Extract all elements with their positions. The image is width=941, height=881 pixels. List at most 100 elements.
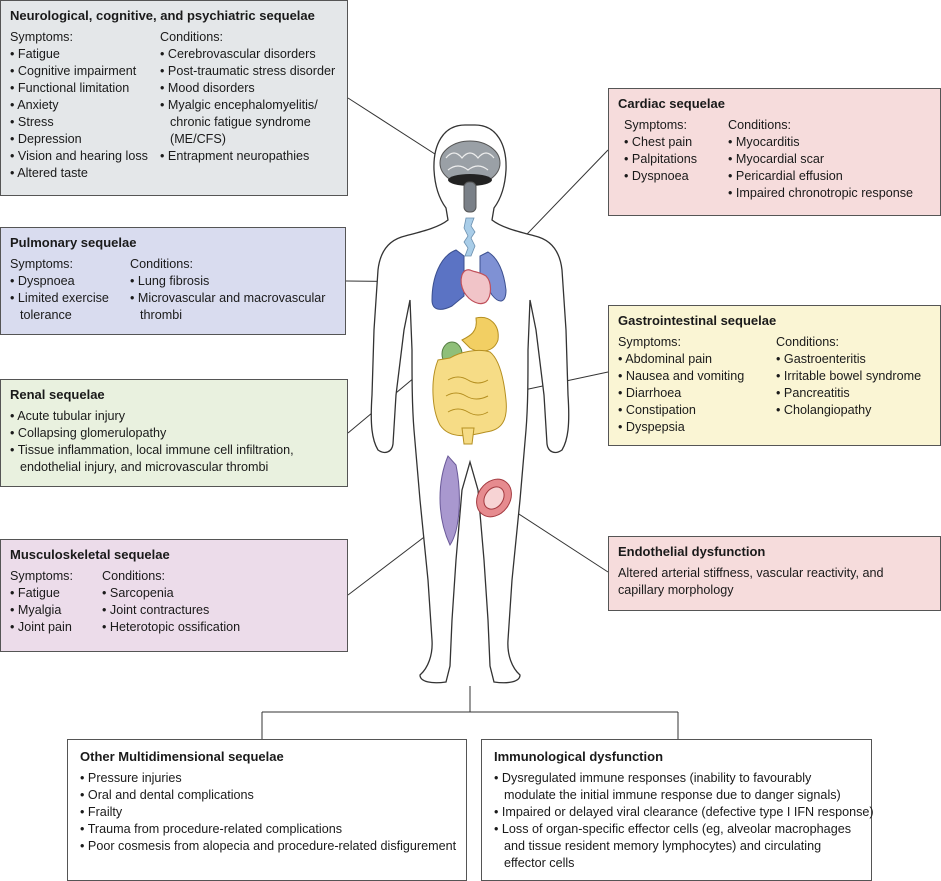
immunological-dysfunction-box: Immunological dysfunction Dysregulated i… [481,739,874,881]
cardiac-title: Cardiac sequelae [618,96,725,111]
neuro-title: Neurological, cognitive, and psychiatric… [10,8,315,23]
list-item: Cholangiopathy [776,402,921,419]
list-item: Dyspnoea [624,168,728,185]
renal-sequelae-box: Renal sequelae Acute tubular injury Coll… [0,379,348,487]
list-item-continued: endothelial injury, and microvascular th… [20,460,269,474]
intestines-icon [432,349,507,437]
list-item: Frailty [80,804,454,821]
pulmonary-conditions-label: Conditions: [130,257,194,271]
list-item: Pressure injuries [80,770,454,787]
list-item: Stress [10,114,160,131]
endothelial-dysfunction-box: Endothelial dysfunction Altered arterial… [608,536,941,611]
list-item: Altered taste [10,165,160,182]
gastro-conditions-label: Conditions: [776,335,840,349]
list-item-continued: modulate the initial immune response due… [504,788,841,802]
list-item-continued: and tissue resident memory lymphocytes) … [504,839,822,853]
other-sequelae-box: Other Multidimensional sequelae Pressure… [67,739,467,881]
list-item: Myalgic encephalomyelitis/ [160,97,335,114]
list-item: Trauma from procedure-related complicati… [80,821,454,838]
intestine-coils [445,376,489,416]
gastro-sequelae-box: Gastrointestinal sequelae Symptoms: Abdo… [608,305,941,446]
list-item: Functional limitation [10,80,160,97]
list-item: Sarcopenia [102,585,240,602]
brain-folds-2 [447,165,489,171]
list-item: Dyspnoea [10,273,130,290]
gastro-title: Gastrointestinal sequelae [618,313,777,328]
list-item: Dyspepsia [618,419,776,436]
list-item-continued: tolerance [20,308,72,322]
list-item: Lung fibrosis [130,273,326,290]
list-item: Heterotopic ossification [102,619,240,636]
endothelial-text-line: Altered arterial stiffness, vascular rea… [618,566,884,580]
musculoskeletal-title: Musculoskeletal sequelae [10,547,170,562]
musculoskeletal-symptoms-label: Symptoms: [10,569,73,583]
list-item: Oral and dental complications [80,787,454,804]
list-item: Cerebrovascular disorders [160,46,335,63]
list-item: Abdominal pain [618,351,776,368]
endothelial-title: Endothelial dysfunction [618,544,766,559]
connector-endothelial [504,504,609,573]
musculoskeletal-sequelae-box: Musculoskeletal sequelae Symptoms: Fatig… [0,539,348,652]
renal-title: Renal sequelae [10,387,105,402]
list-item: Dysregulated immune responses (inability… [494,770,859,787]
list-item: Entrapment neuropathies [160,148,335,165]
list-item: Impaired chronotropic response [728,185,913,202]
list-item: Myocarditis [728,134,913,151]
rectum-icon [461,427,475,445]
list-item: Fatigue [10,585,102,602]
spinal-cord-icon [463,181,477,213]
heart-icon [460,269,492,305]
list-item: Mood disorders [160,80,335,97]
list-item: Microvascular and macrovascular [130,290,326,307]
list-item: Joint contractures [102,602,240,619]
left-lung-icon [431,249,465,310]
right-lung-icon [479,251,507,302]
pulmonary-symptoms-label: Symptoms: [10,257,73,271]
list-item-continued: (ME/CFS) [170,132,226,146]
cardiac-conditions-label: Conditions: [728,118,792,132]
list-item: Pancreatitis [776,385,921,402]
brain-folds [445,152,495,159]
list-item: Chest pain [624,134,728,151]
list-item: Tissue inflammation, local immune cell i… [10,442,338,459]
list-item: Nausea and vomiting [618,368,776,385]
brainstem-shadow [448,174,492,186]
list-item: Anxiety [10,97,160,114]
list-item: Myocardial scar [728,151,913,168]
list-item: Impaired or delayed viral clearance (def… [494,804,874,821]
list-item: Diarrhoea [618,385,776,402]
list-item: Constipation [618,402,776,419]
list-item: Fatigue [10,46,160,63]
list-item: Pericardial effusion [728,168,913,185]
list-item: Irritable bowel syndrome [776,368,921,385]
list-item: Loss of organ-specific effector cells (e… [494,821,859,838]
gastro-symptoms-label: Symptoms: [618,335,681,349]
list-item-continued: chronic fatigue syndrome [170,115,311,129]
list-item: Palpitations [624,151,728,168]
neuro-symptoms-label: Symptoms: [10,30,73,44]
muscle-icon [439,455,460,547]
list-item: Myalgia [10,602,102,619]
list-item-continued: thrombi [140,308,182,322]
pulmonary-title: Pulmonary sequelae [10,235,137,250]
list-item: Limited exercise [10,290,130,307]
cardiac-sequelae-box: Cardiac sequelae Symptoms: Chest pain Pa… [608,88,941,216]
list-item: Acute tubular injury [10,408,338,425]
list-item: Collapsing glomerulopathy [10,425,338,442]
endothelial-text-line: capillary morphology [618,583,734,597]
trachea-icon [463,217,476,257]
vessel-lumen [483,486,505,510]
list-item: Gastroenteritis [776,351,921,368]
list-item: Post-traumatic stress disorder [160,63,335,80]
musculoskeletal-conditions-label: Conditions: [102,569,166,583]
list-item: Poor cosmesis from alopecia and procedur… [80,838,456,855]
neuro-sequelae-box: Neurological, cognitive, and psychiatric… [0,0,348,196]
immunological-title: Immunological dysfunction [494,749,664,764]
pulmonary-sequelae-box: Pulmonary sequelae Symptoms: Dyspnoea Li… [0,227,346,335]
neuro-conditions-label: Conditions: [160,30,224,44]
list-item: Depression [10,131,160,148]
cardiac-symptoms-label: Symptoms: [624,118,687,132]
list-item: Joint pain [10,619,102,636]
other-title: Other Multidimensional sequelae [80,749,284,764]
